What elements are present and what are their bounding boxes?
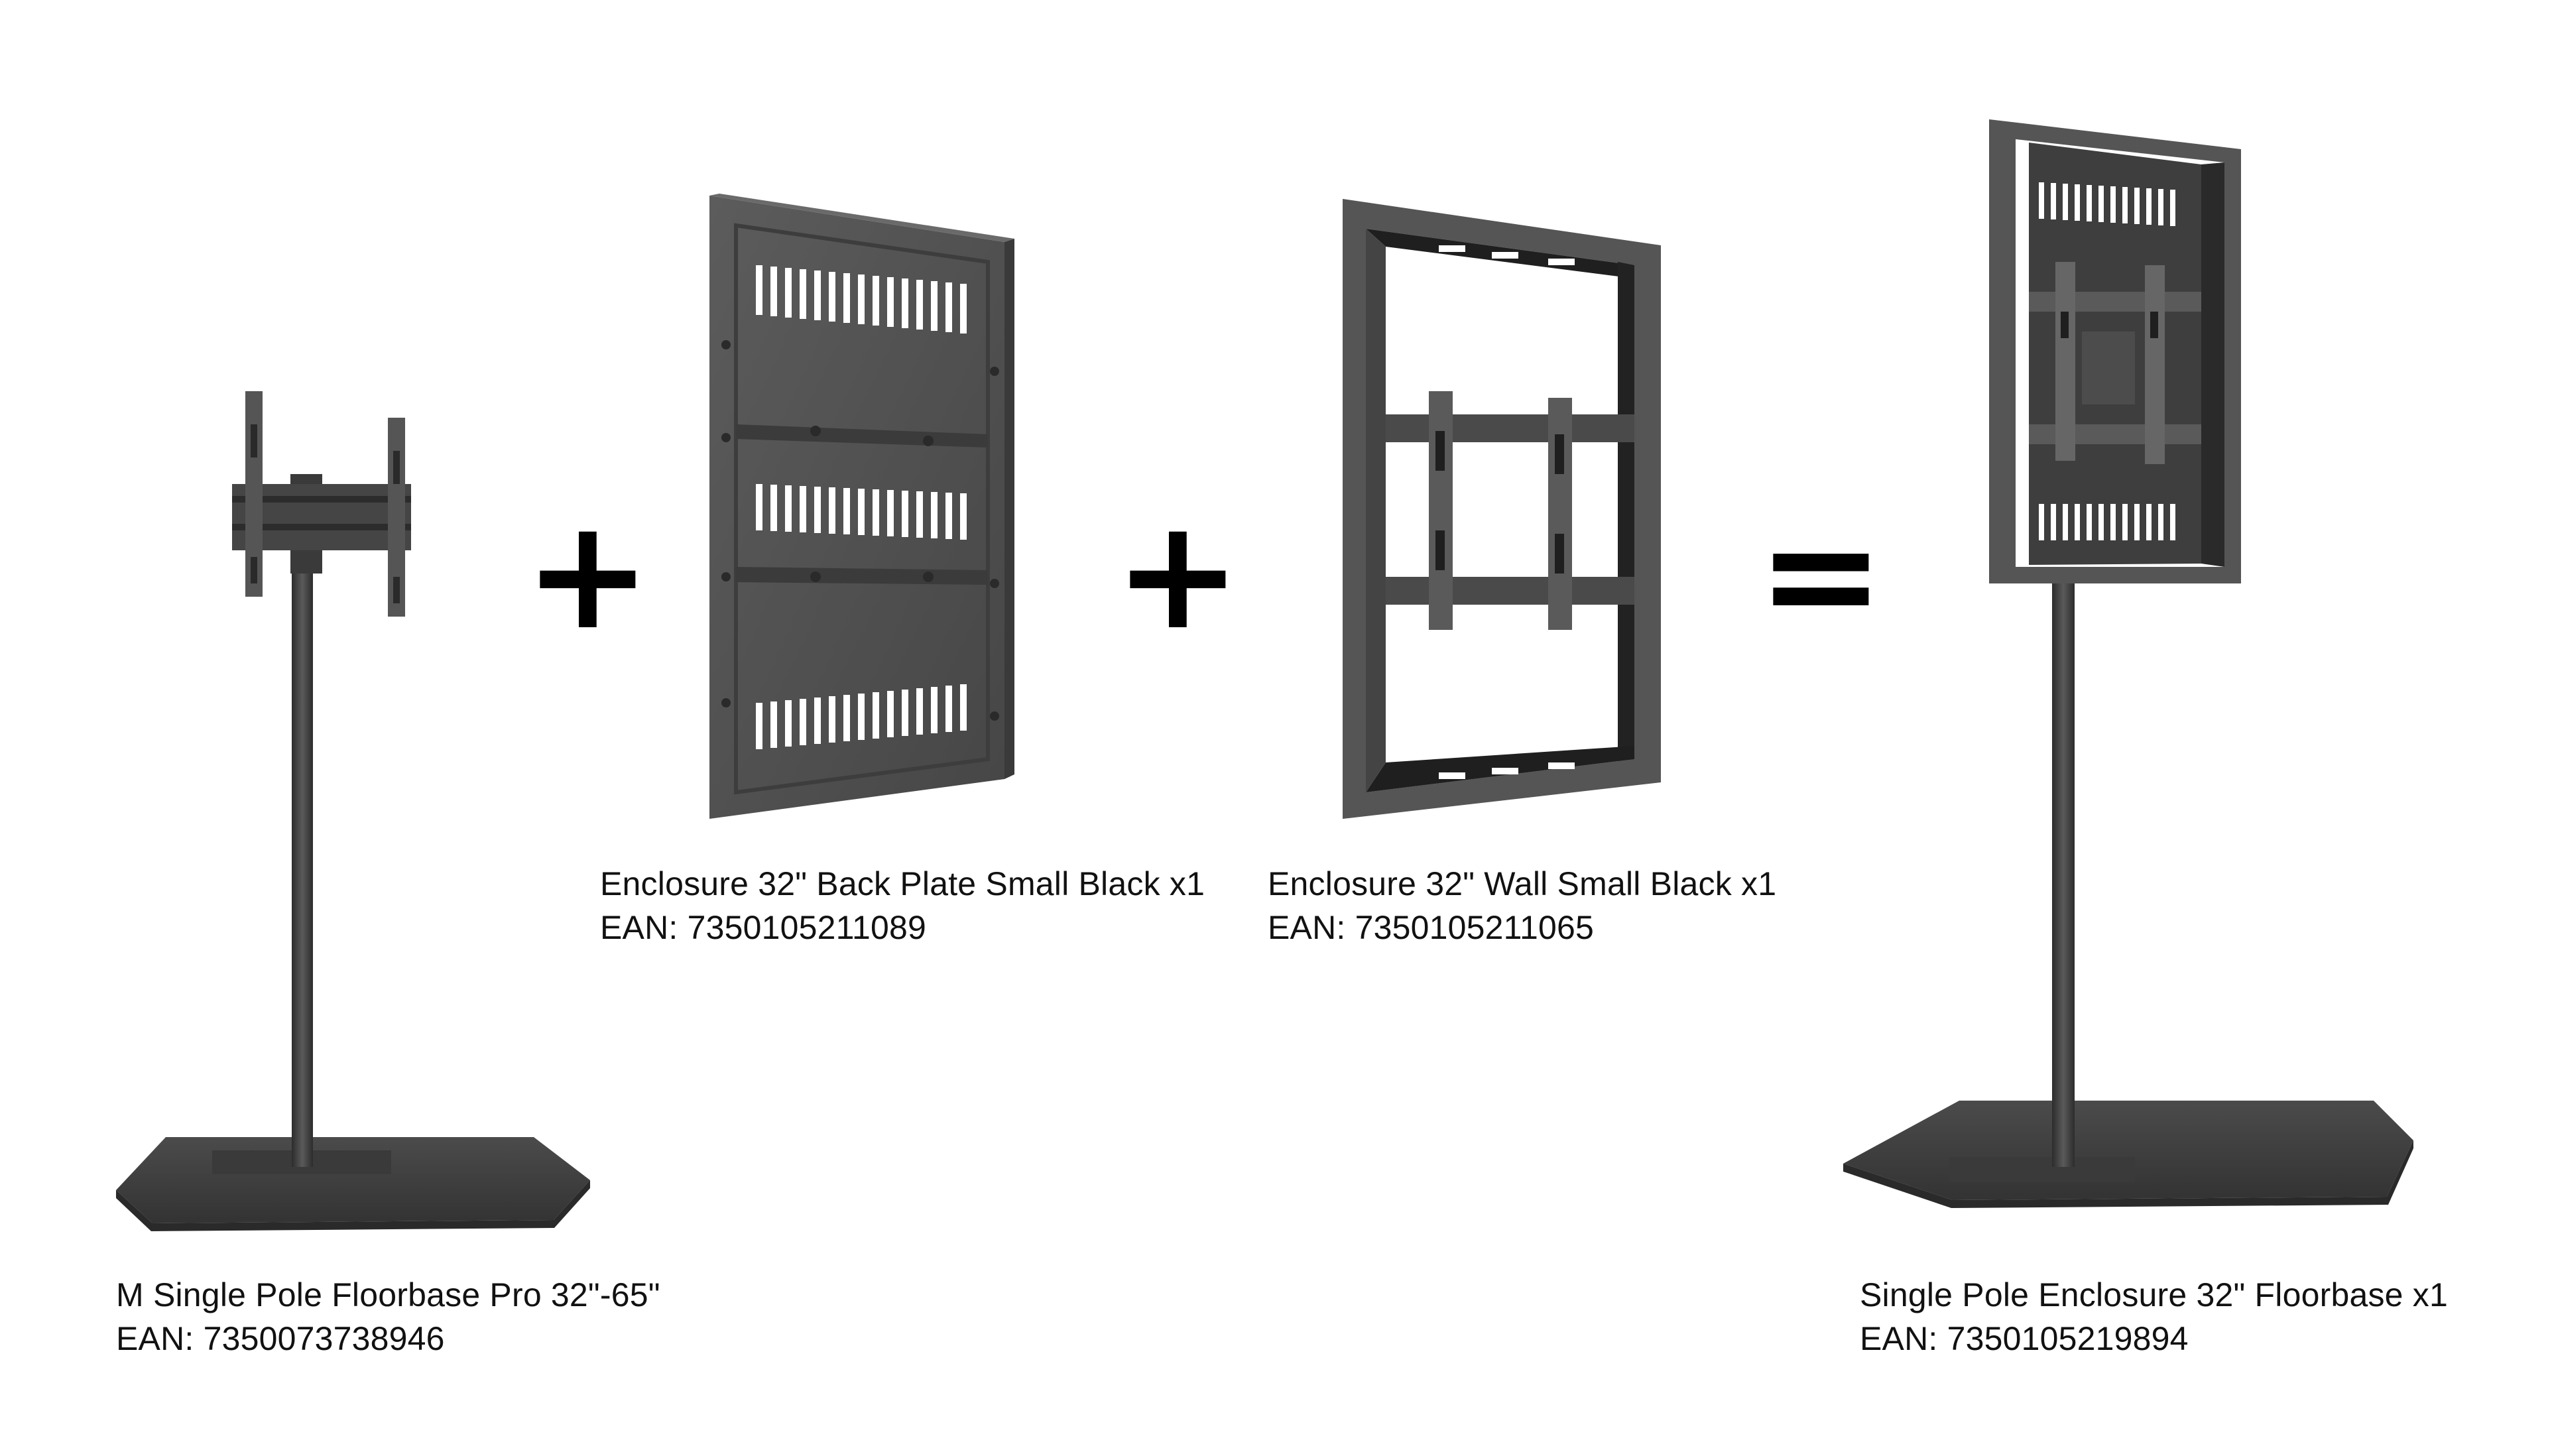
equals-sign: = (1757, 487, 1885, 664)
product-name: M Single Pole Floorbase Pro 32"-65" (116, 1276, 660, 1313)
floorbase-stand-image (116, 391, 590, 1231)
vent-slots-middle (756, 484, 967, 540)
product-ean: EAN: 7350105211065 (1268, 909, 1594, 946)
product-ean: EAN: 7350105211089 (600, 909, 926, 946)
floorbase-pole (292, 557, 313, 1167)
back-plate-image (709, 194, 1014, 819)
product-caption-assembled: Single Pole Enclosure 32" Floorbase x1 E… (1860, 1273, 2448, 1361)
product-caption-back-plate: Enclosure 32" Back Plate Small Black x1 … (600, 862, 1205, 949)
assembled-enclosure-image (1843, 119, 2413, 1208)
product-name: Enclosure 32" Wall Small Black x1 (1268, 865, 1777, 902)
plus-sign-1: + (524, 487, 652, 664)
plus-sign-2: + (1114, 487, 1242, 664)
floorbase-plate (116, 1137, 590, 1223)
product-name: Single Pole Enclosure 32" Floorbase x1 (1860, 1276, 2448, 1313)
product-caption-wall: Enclosure 32" Wall Small Black x1 EAN: 7… (1268, 862, 1776, 949)
product-caption-floorbase: M Single Pole Floorbase Pro 32"-65" EAN:… (116, 1273, 660, 1361)
product-ean: EAN: 7350073738946 (116, 1320, 445, 1357)
product-ean: EAN: 7350105219894 (1860, 1320, 2189, 1357)
product-name: Enclosure 32" Back Plate Small Black x1 (600, 865, 1205, 902)
vent-slots-bottom (756, 684, 967, 749)
vent-slots-top (756, 265, 967, 334)
wall-frame-image (1343, 199, 1661, 819)
